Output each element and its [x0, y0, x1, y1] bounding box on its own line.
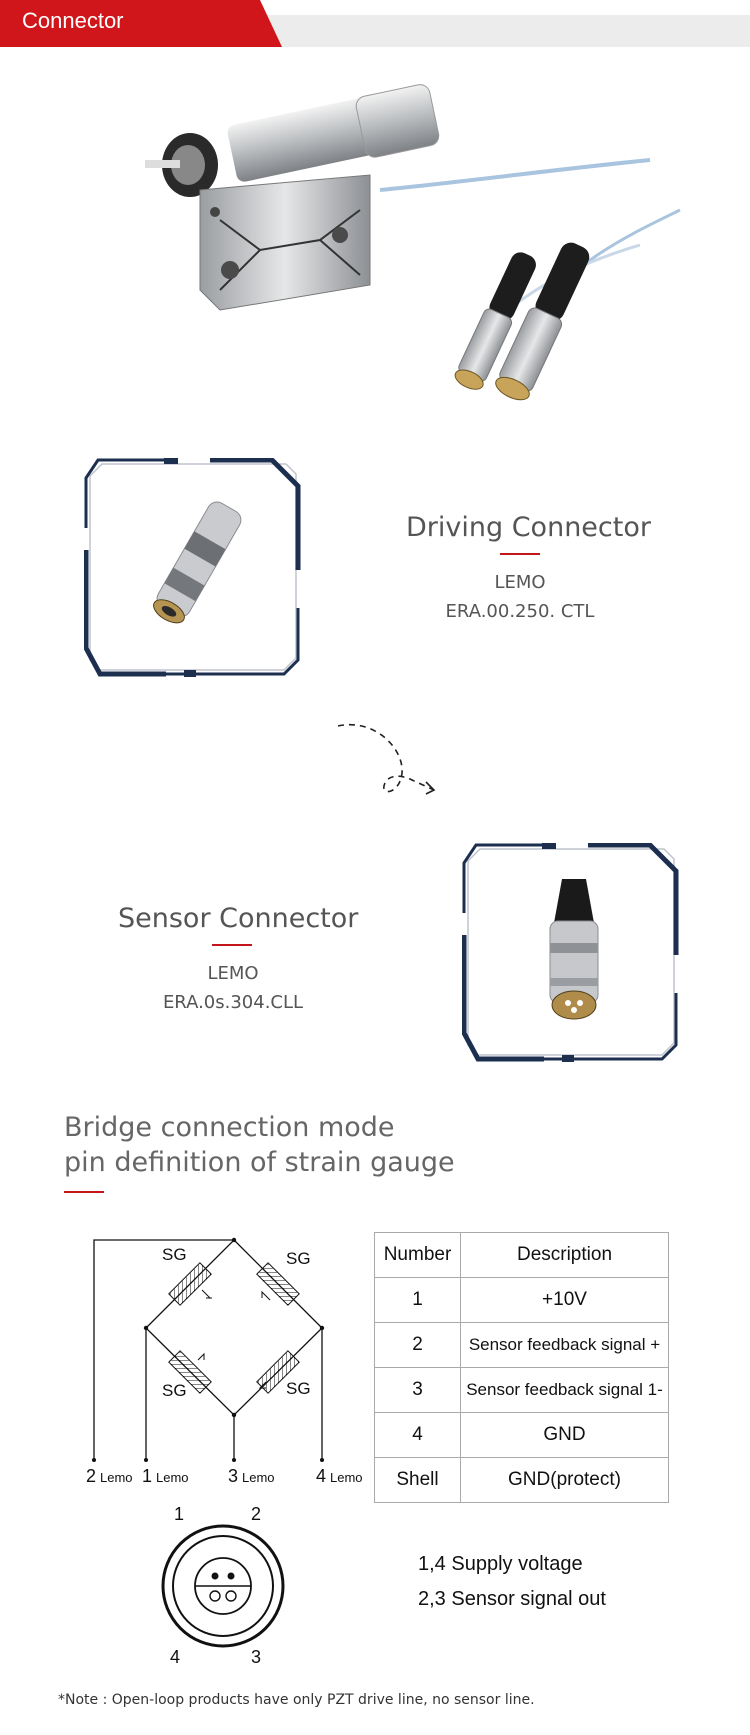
- sg-label-1: SG: [162, 1245, 187, 1264]
- table-cell-number: 2: [374, 1322, 461, 1368]
- pin-label-2-text: Lemo: [100, 1470, 133, 1485]
- bridge-section-title: Bridge connection mode pin definition of…: [64, 1110, 455, 1180]
- footnote: *Note : Open-loop products have only PZT…: [58, 1692, 535, 1708]
- header-tab: [0, 0, 282, 47]
- pin-label-3-num: 3: [228, 1466, 238, 1486]
- sensor-model: ERA.0s.304.CLL: [162, 992, 304, 1013]
- driving-title-underline: [500, 553, 540, 555]
- table-row: Shell GND(protect): [374, 1457, 669, 1503]
- driving-connector-image: [153, 501, 242, 624]
- table-cell-description: GND(protect): [460, 1457, 669, 1503]
- table-header-description: Description: [460, 1232, 669, 1278]
- bridge-diagram: SG SG SG SG 2 Lemo 1 Lemo 3 Lemo 4 Lemo: [86, 1237, 363, 1486]
- sensor-connector-frame: [462, 843, 679, 1062]
- sg-resistor-3: [168, 1350, 212, 1394]
- table-row: 2 Sensor feedback signal +: [374, 1322, 669, 1368]
- table-cell-number: Shell: [374, 1457, 461, 1503]
- table-cell-number: 4: [374, 1412, 461, 1458]
- table-cell-description: GND: [460, 1412, 669, 1458]
- pin-definition-table: Number Description 1 +10V 2 Sensor feedb…: [374, 1232, 669, 1503]
- connector-pinout-diagram: 1 2 4 3: [161, 1504, 285, 1667]
- table-row: 1 +10V: [374, 1277, 669, 1323]
- sensor-brand: LEMO: [207, 963, 259, 984]
- legend-supply-voltage: 1,4 Supply voltage: [418, 1553, 583, 1575]
- driving-connector-frame: [84, 458, 301, 677]
- driving-connector-title: Driving Connector: [406, 512, 651, 543]
- table-row: 4 GND: [374, 1412, 669, 1458]
- connector-pin-3: 3: [251, 1647, 261, 1667]
- driving-brand: LEMO: [494, 572, 546, 593]
- sg-resistor-2: [256, 1262, 300, 1306]
- pin-label-1-num: 1: [142, 1466, 152, 1486]
- pin-label-1-text: Lemo: [156, 1470, 189, 1485]
- sensor-title-underline: [212, 944, 252, 946]
- bridge-title-underline: [64, 1191, 104, 1193]
- sensor-connector-spec: LEMO ERA.0s.304.CLL: [123, 959, 343, 1017]
- pin-label-3-text: Lemo: [242, 1470, 275, 1485]
- legend-sensor-signal: 2,3 Sensor signal out: [418, 1588, 606, 1610]
- sg-label-4: SG: [286, 1379, 311, 1398]
- table-header-number: Number: [374, 1232, 461, 1278]
- driving-model: ERA.00.250. CTL: [445, 601, 595, 622]
- page-title: Connector: [22, 8, 124, 33]
- dashed-arrow-icon: [337, 723, 436, 795]
- connector-pin-2: 2: [251, 1504, 261, 1524]
- table-cell-number: 1: [374, 1277, 461, 1323]
- bridge-title-line1: Bridge connection mode: [64, 1112, 395, 1143]
- sensor-connector-image: [549, 879, 599, 1020]
- table-cell-description: +10V: [460, 1277, 669, 1323]
- driving-connector-spec: LEMO ERA.00.250. CTL: [410, 568, 630, 626]
- sg-label-3: SG: [162, 1381, 187, 1400]
- table-cell-description: Sensor feedback signal 1-: [460, 1367, 669, 1413]
- table-header-row: Number Description: [374, 1232, 669, 1278]
- product-hero-image: [145, 84, 681, 401]
- table-cell-number: 3: [374, 1367, 461, 1413]
- sensor-connector-title: Sensor Connector: [118, 903, 359, 934]
- sg-label-2: SG: [286, 1249, 311, 1268]
- pin-label-4-text: Lemo: [330, 1470, 363, 1485]
- sg-resistor-1: [168, 1262, 212, 1306]
- connector-pin-4: 4: [170, 1647, 180, 1667]
- table-row: 3 Sensor feedback signal 1-: [374, 1367, 669, 1413]
- pin-label-4-num: 4: [316, 1466, 326, 1486]
- pin-label-2-num: 2: [86, 1466, 96, 1486]
- bridge-title-line2: pin definition of strain gauge: [64, 1147, 455, 1178]
- connector-pin-1: 1: [174, 1504, 184, 1524]
- table-cell-description: Sensor feedback signal +: [460, 1322, 669, 1368]
